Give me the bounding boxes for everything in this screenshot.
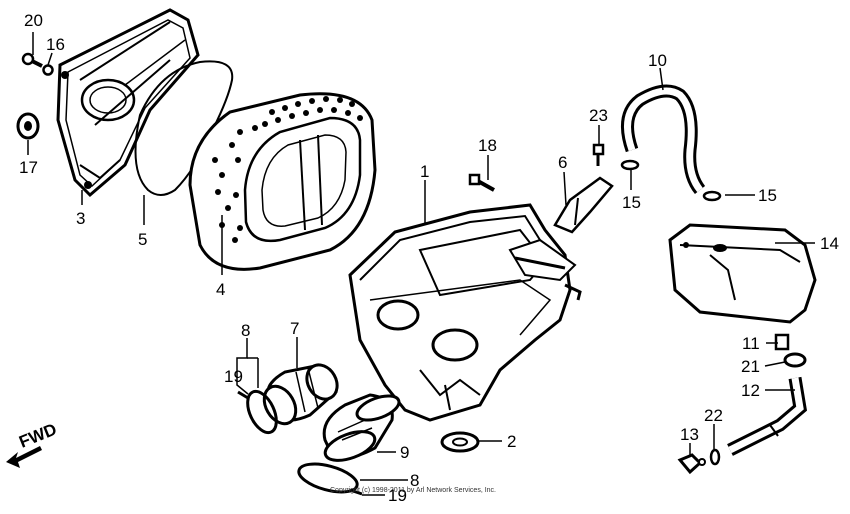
label-4: 4 — [216, 280, 225, 299]
connecting-tube-7 — [262, 363, 339, 426]
fwd-label: FWD — [16, 420, 59, 452]
grommet — [440, 431, 480, 453]
bolt-20 — [21, 52, 43, 68]
clip-22 — [709, 448, 721, 466]
bracket-6 — [553, 176, 614, 234]
clamp-band-upper — [237, 389, 278, 435]
label-18: 18 — [478, 136, 497, 155]
part-number-labels: 20 16 17 3 5 4 1 18 6 23 15 10 15 14 11 … — [19, 11, 839, 505]
label-15-right: 15 — [758, 186, 777, 205]
label-16: 16 — [46, 35, 65, 54]
washer-16 — [42, 64, 54, 76]
breather-chamber — [668, 223, 817, 324]
label-17: 17 — [19, 158, 38, 177]
label-2: 2 — [507, 432, 516, 451]
label-10: 10 — [648, 51, 667, 70]
label-6: 6 — [558, 153, 567, 172]
clamp-band-lower — [297, 462, 363, 496]
clip-15-right — [702, 190, 722, 202]
air-filter-element — [188, 92, 377, 271]
clamp-21 — [783, 352, 807, 368]
label-21: 21 — [741, 357, 760, 376]
clip-15-left — [620, 159, 640, 171]
air-cleaner-case — [348, 203, 582, 422]
copyright-text: Copyright (c) 1998-2011 by Arl Network S… — [330, 487, 496, 494]
label-15-left: 15 — [622, 193, 641, 212]
screw-18 — [468, 173, 495, 192]
plug-13 — [677, 453, 706, 475]
label-7: 7 — [290, 319, 299, 338]
label-19-upper: 19 — [224, 367, 243, 386]
fwd-arrow: FWD — [6, 420, 59, 468]
label-22: 22 — [704, 406, 723, 425]
label-19-lower: 19 — [388, 486, 407, 505]
label-8-upper: 8 — [241, 321, 250, 340]
label-9: 9 — [400, 443, 409, 462]
drain-plug-11 — [774, 333, 790, 351]
screw-23 — [592, 143, 605, 166]
label-12: 12 — [741, 381, 760, 400]
label-11: 11 — [742, 334, 760, 353]
label-20: 20 — [24, 11, 43, 30]
label-14: 14 — [820, 234, 839, 253]
leader-lines — [27, 32, 815, 496]
label-3: 3 — [76, 209, 85, 228]
label-1: 1 — [420, 162, 429, 181]
label-13: 13 — [680, 425, 699, 444]
air-cleaner-cover — [56, 8, 200, 198]
drain-tube-12 — [727, 376, 808, 456]
label-23: 23 — [589, 106, 608, 125]
label-5: 5 — [138, 230, 147, 249]
label-8-lower: 8 — [410, 471, 419, 490]
grommet-17 — [16, 112, 40, 140]
connecting-tube-9 — [322, 393, 401, 462]
